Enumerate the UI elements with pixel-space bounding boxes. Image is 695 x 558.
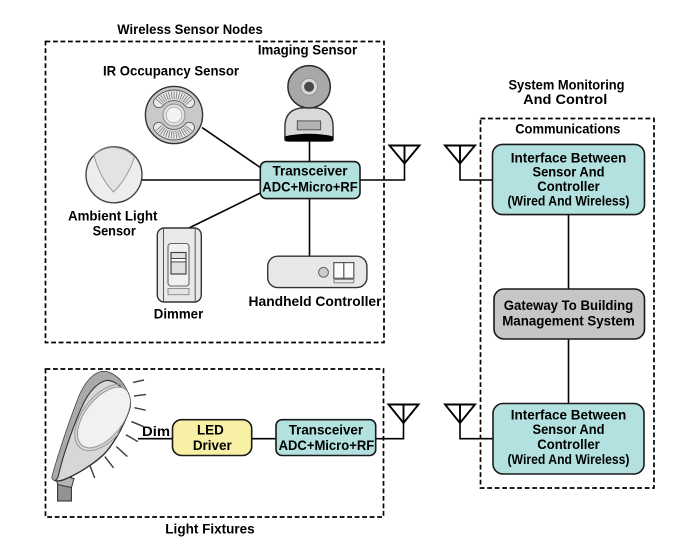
svg-text:Gateway To Building: Gateway To Building xyxy=(504,297,634,313)
svg-text:Interface Between: Interface Between xyxy=(511,407,627,423)
svg-text:Dimmer: Dimmer xyxy=(154,306,204,322)
svg-text:Ambient Light: Ambient Light xyxy=(68,208,158,224)
svg-text:Controller: Controller xyxy=(537,436,600,452)
svg-text:Communications: Communications xyxy=(515,121,620,137)
svg-text:(Wired And Wireless): (Wired And Wireless) xyxy=(508,193,630,209)
svg-text:ADC+Micro+RF: ADC+Micro+RF xyxy=(262,178,358,194)
svg-text:Management System: Management System xyxy=(502,312,635,328)
svg-text:(Wired And Wireless): (Wired And Wireless) xyxy=(508,451,630,467)
svg-text:Imaging Sensor: Imaging Sensor xyxy=(258,41,358,57)
svg-text:Wireless Sensor Nodes: Wireless Sensor Nodes xyxy=(117,21,263,37)
svg-text:Sensor And: Sensor And xyxy=(533,164,605,180)
svg-text:IR Occupancy Sensor: IR Occupancy Sensor xyxy=(103,63,240,79)
svg-text:ADC+Micro+RF: ADC+Micro+RF xyxy=(279,437,375,453)
svg-text:LED: LED xyxy=(197,422,224,438)
svg-text:Controller: Controller xyxy=(537,178,600,194)
svg-text:Light Fixtures: Light Fixtures xyxy=(165,521,255,537)
svg-text:Interface Between: Interface Between xyxy=(511,150,627,166)
svg-text:Dim: Dim xyxy=(142,423,170,439)
svg-text:System Monitoring: System Monitoring xyxy=(508,77,624,93)
svg-text:Handheld Controller: Handheld Controller xyxy=(249,293,383,309)
svg-text:And Control: And Control xyxy=(523,91,607,107)
svg-text:Transceiver: Transceiver xyxy=(289,422,364,438)
svg-text:Transceiver: Transceiver xyxy=(273,162,348,178)
svg-text:Driver: Driver xyxy=(193,437,232,453)
svg-text:Sensor: Sensor xyxy=(93,222,137,238)
svg-text:Sensor And: Sensor And xyxy=(533,421,605,437)
